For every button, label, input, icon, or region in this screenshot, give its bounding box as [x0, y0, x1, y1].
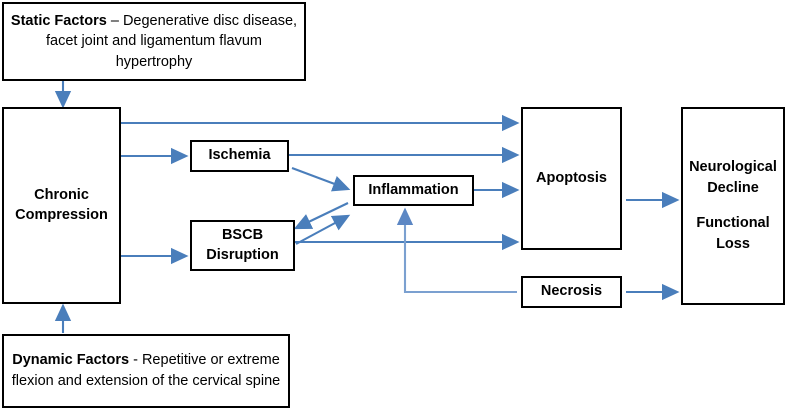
ischemia-label: Ischemia [208, 147, 271, 164]
dynamic-factors-lead: Dynamic Factors [12, 352, 130, 369]
node-apoptosis[interactable]: Apoptosis [521, 107, 622, 250]
node-static-factors[interactable]: Static Factors – Degenerative disc disea… [2, 2, 306, 81]
dynamic-factors-text: - Repetitive or extreme flexion and exte… [11, 352, 281, 389]
outcome-line-2: Decline [707, 179, 759, 196]
node-outcome[interactable]: Neurological Decline Functional Loss [681, 107, 785, 305]
apoptosis-label: Apoptosis [536, 169, 607, 186]
inflammation-label: Inflammation [368, 181, 459, 198]
edge-bscb-to-inflammation [295, 214, 351, 245]
node-necrosis[interactable]: Necrosis [521, 276, 622, 308]
node-dynamic-factors[interactable]: Dynamic Factors - Repetitive or extreme … [2, 334, 290, 408]
outcome-line-1: Neurological [689, 158, 777, 175]
node-chronic-compression[interactable]: Chronic Compression [2, 107, 121, 304]
outcome-line-3: Functional [696, 215, 770, 231]
necrosis-label: Necrosis [540, 283, 603, 300]
outcome-spacer [689, 199, 777, 213]
edge-inflammation-to-bscb [293, 202, 349, 230]
node-ischemia[interactable]: Ischemia [190, 140, 289, 172]
node-inflammation[interactable]: Inflammation [353, 175, 474, 206]
edge-necrosis-to-inflammation [396, 207, 517, 294]
bscb-disruption-label: BSCB Disruption [206, 226, 279, 263]
chronic-compression-label: Chronic Compression [15, 186, 108, 223]
static-factors-lead: Static Factors [10, 12, 107, 29]
edge-ischemia-to-inflammation [291, 167, 351, 192]
node-bscb-disruption[interactable]: BSCB Disruption [190, 220, 295, 271]
static-factors-text: – Degenerative disc disease, facet joint… [46, 12, 298, 70]
outcome-line-4: Loss [716, 236, 750, 253]
